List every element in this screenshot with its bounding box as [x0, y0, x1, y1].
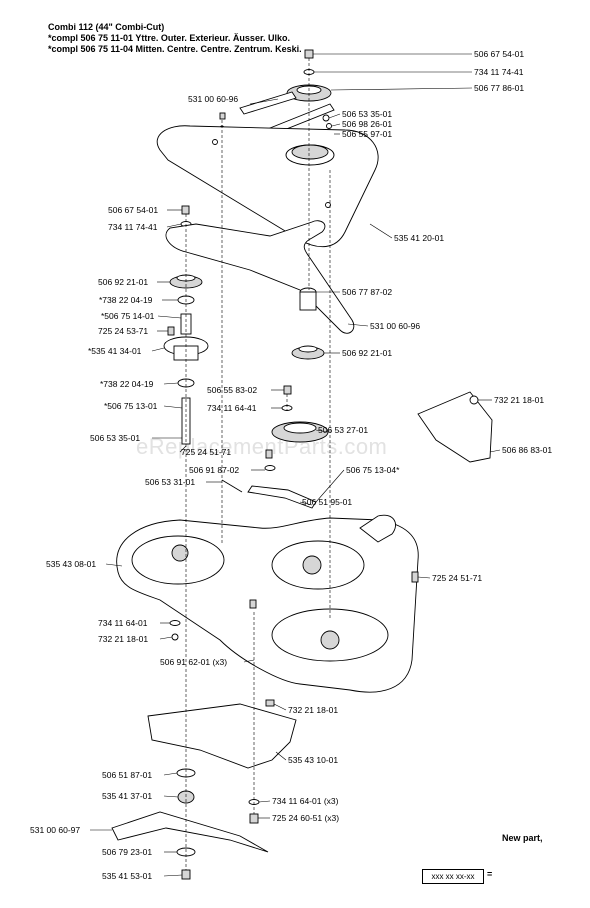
part-label: 725 24 53-71: [98, 326, 148, 336]
top-bolt-icon: [304, 49, 314, 59]
part-label: 506 98 26-01: [342, 119, 392, 129]
drive-belt-top-icon: [239, 91, 297, 115]
part-label: 535 43 08-01: [46, 559, 96, 569]
part-label: 506 79 23-01: [102, 847, 152, 857]
part-label: *506 75 14-01: [101, 311, 155, 321]
part-label: 506 86 83-01: [502, 445, 552, 455]
part-label: 535 43 10-01: [288, 755, 338, 765]
nut-icon: [322, 114, 330, 122]
part-label: 535 41 53-01: [102, 871, 152, 881]
new-part-legend-box: xxx xx xx-xx: [422, 869, 484, 884]
part-label: 506 53 27-01: [318, 425, 368, 435]
part-label: 734 11 74-41: [108, 222, 158, 232]
part-label: 734 11 64-41: [207, 403, 257, 413]
model-title: Combi 112 (44" Combi-Cut): [48, 22, 165, 32]
part-label: 535 41 20-01: [394, 233, 444, 243]
cutting-blade-icon: [111, 811, 269, 853]
part-label: *738 22 04-19: [100, 379, 154, 389]
part-number-labels: 506 67 54-01 734 11 74-41 506 77 86-01 5…: [30, 49, 552, 881]
new-part-legend-label: New part,: [502, 833, 543, 843]
kit-centre-line: *compl 506 75 11-04 Mitten. Centre. Cent…: [48, 44, 302, 54]
part-label: 506 53 35-01: [342, 109, 392, 119]
part-label: 506 77 87-02: [342, 287, 392, 297]
side-guard-icon: [417, 391, 493, 463]
part-label: 506 55 97-01: [342, 129, 392, 139]
part-label: *506 75 13-01: [104, 401, 158, 411]
left-bolt-icon: [181, 205, 190, 215]
part-label: 506 53 31-01: [145, 477, 195, 487]
part-label: 506 92 21-01: [342, 348, 392, 358]
part-label: 506 91 62-01 (x3): [160, 657, 227, 667]
part-label: 531 00 60-97: [30, 825, 80, 835]
part-label: 506 92 21-01: [98, 277, 148, 287]
part-label: 725 24 51-71: [432, 573, 482, 583]
part-label: 732 21 18-01: [494, 395, 544, 405]
part-label: 531 00 60-96: [188, 94, 238, 104]
new-part-legend-equals: =: [487, 869, 493, 879]
part-label: 506 51 95-01: [302, 497, 352, 507]
part-label: 506 51 87-01: [102, 770, 152, 780]
part-label: 506 91 87-02: [189, 465, 239, 475]
part-label: 506 55 83-02: [207, 385, 257, 395]
baffle-plate-icon: [147, 703, 297, 769]
part-label: 506 67 54-01: [108, 205, 158, 215]
part-label: 734 11 74-41: [474, 67, 524, 77]
part-label: 506 77 86-01: [474, 83, 524, 93]
part-label: 506 53 35-01: [90, 433, 140, 443]
part-label: 732 21 18-01: [98, 634, 148, 644]
part-label: 506 75 13-04*: [346, 465, 400, 475]
part-label: 734 11 64-01 (x3): [272, 796, 339, 806]
part-label: 531 00 60-96: [370, 321, 420, 331]
spring-icon: [221, 479, 243, 493]
part-label: *535 41 34-01: [88, 346, 142, 356]
drive-belt-icon: [165, 220, 355, 334]
kit-outer-line: *compl 506 75 11-01 Yttre. Outer. Exteri…: [48, 33, 290, 43]
part-label: 506 67 54-01: [474, 49, 524, 59]
part-label: *738 22 04-19: [99, 295, 153, 305]
part-label: 535 41 37-01: [102, 791, 152, 801]
part-label: 734 11 64-01: [98, 618, 148, 628]
title-block: Combi 112 (44" Combi-Cut) *compl 506 75 …: [48, 22, 302, 55]
part-label: 725 24 51-71: [181, 447, 231, 457]
part-label: 725 24 60-51 (x3): [272, 813, 339, 823]
leader-lines: [90, 53, 501, 877]
part-label: 732 21 18-01: [288, 705, 338, 715]
